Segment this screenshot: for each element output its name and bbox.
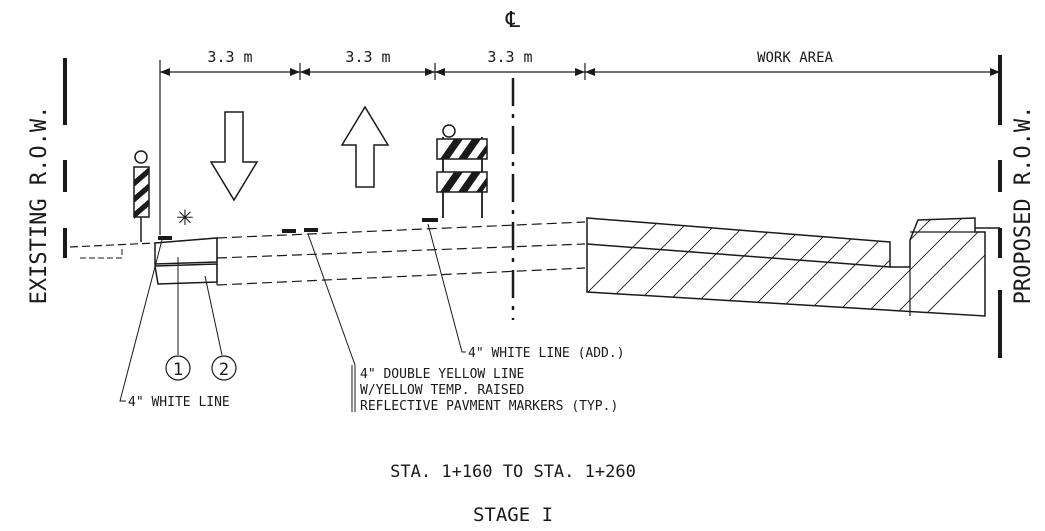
callout-white-line: 4" WHITE LINE xyxy=(128,395,230,410)
dimension-label-1: 3.3 m xyxy=(207,48,252,66)
dimension-label-2: 3.3 m xyxy=(345,48,390,66)
callout-circle-1-label: 1 xyxy=(173,360,183,380)
callout-white-line-add: 4" WHITE LINE (ADD.) xyxy=(468,346,625,361)
dimension-line xyxy=(159,60,1000,235)
leader-white-line-add xyxy=(427,223,466,353)
callout-double-yellow-2: W/YELLOW TEMP. RAISED xyxy=(360,383,525,398)
proposed-row-label: PROPOSED R.O.W. xyxy=(1011,106,1036,305)
dimension-label-work-area: WORK AREA xyxy=(757,50,833,66)
asterisk-icon: ✳ xyxy=(177,199,194,232)
leader-white-line xyxy=(119,239,163,402)
callout-circle-2-label: 2 xyxy=(219,360,229,380)
leader-double-yellow xyxy=(307,233,356,412)
callout-double-yellow-3: REFLECTIVE PAVMENT MARKERS (TYP.) xyxy=(360,399,618,414)
southbound-arrow-icon xyxy=(209,111,259,202)
callout-double-yellow-1: 4" DOUBLE YELLOW LINE xyxy=(360,367,524,382)
pavement-section xyxy=(69,218,586,286)
callout-circle-2 xyxy=(211,355,237,381)
stage-title: STAGE I xyxy=(473,504,553,526)
barricade-icon xyxy=(436,124,488,218)
work-area-hatch xyxy=(586,217,1000,317)
station-range-title: STA. 1+160 TO STA. 1+260 xyxy=(390,462,636,482)
warning-sign-icon xyxy=(133,150,150,242)
dimension-label-3: 3.3 m xyxy=(487,48,532,66)
existing-row-label: EXISTING R.O.W. xyxy=(27,106,52,305)
centerline-symbol: ℄ xyxy=(505,8,521,33)
callout-circle-1 xyxy=(165,355,191,381)
northbound-arrow-icon xyxy=(340,105,390,188)
